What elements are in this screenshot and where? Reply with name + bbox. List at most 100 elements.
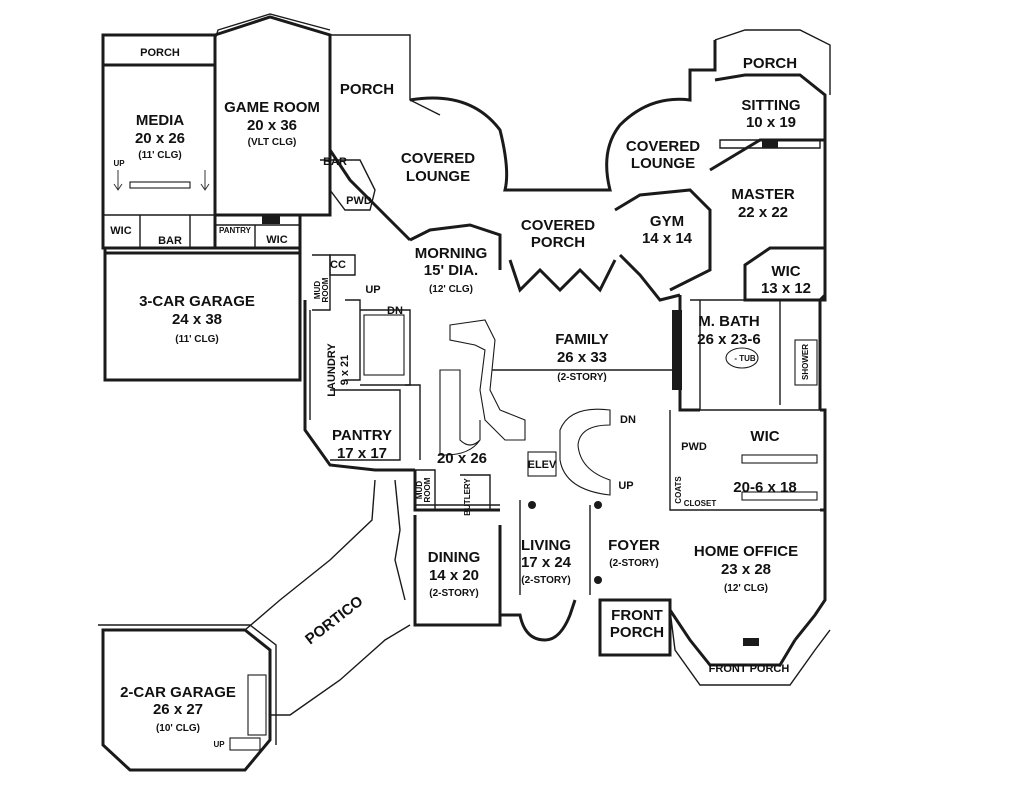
spiral-stair: [559, 408, 611, 496]
shower-label: SHOWER: [801, 344, 810, 380]
kitchen-dim: 20 x 26: [437, 450, 487, 467]
kitchen-island: [439, 369, 481, 456]
master-fireplace: [762, 140, 778, 148]
home-office-dim: 23 x 28: [721, 561, 771, 578]
stair-north: [363, 314, 405, 376]
cc-label: CC: [330, 259, 346, 271]
dining-label: DINING: [428, 549, 481, 566]
covered-lounge-w-label1: COVERED: [401, 150, 475, 167]
dining-ceiling: (2-STORY): [429, 588, 478, 599]
game-room-dim: 20 x 36: [247, 117, 297, 134]
up-stair-c-label: UP: [618, 480, 633, 492]
wic-shelf: [741, 454, 818, 464]
tub-label: - TUB: [734, 354, 756, 363]
column: [594, 576, 602, 584]
garage-2-dim: 26 x 27: [153, 701, 203, 718]
up-stair-n-label: UP: [365, 284, 380, 296]
closet-label: CLOSET: [684, 499, 717, 508]
covered-lounge-e-label2: LOUNGE: [631, 155, 695, 172]
foyer-label: FOYER: [608, 537, 660, 554]
elev-label: ELEV: [528, 459, 557, 471]
family-label: FAMILY: [555, 331, 609, 348]
bar-media-label: BAR: [158, 235, 182, 247]
exterior-walls: [98, 13, 831, 772]
up-garage2-label: UP: [213, 740, 225, 749]
master-label: MASTER: [731, 186, 795, 203]
garage-3-dim: 24 x 38: [172, 311, 222, 328]
interior-walls: [103, 159, 781, 595]
sitting-label: SITTING: [741, 97, 800, 114]
garage-stair: [247, 674, 267, 736]
front-porch-e-label: FRONT PORCH: [709, 663, 790, 675]
coats-label: COATS: [674, 476, 683, 504]
media-screen: [129, 181, 191, 189]
mud-room-n-label1: MUD: [313, 281, 322, 299]
bathtub: [725, 347, 759, 369]
game-room-fireplace: [262, 214, 280, 224]
media-ceiling: (11' CLG): [138, 150, 182, 161]
small-labels: WIC BAR PANTRY WIC BAR PWD CC MUD ROOM U…: [110, 156, 810, 749]
wic-media-label: WIC: [110, 225, 131, 237]
mud-room-n-label2: ROOM: [321, 277, 330, 302]
pantry-label: PANTRY: [332, 427, 392, 444]
porch-nw-label: PORCH: [140, 47, 180, 59]
living-ceiling: (2-STORY): [521, 575, 570, 586]
covered-lounge-e-label1: COVERED: [626, 138, 700, 155]
garage-3-ceiling: (11' CLG): [175, 334, 219, 345]
dn-stair-c-label: DN: [620, 414, 636, 426]
wic-shelf: [741, 491, 818, 501]
portico-label: PORTICO: [302, 593, 367, 649]
sitting-dim: 10 x 19: [746, 114, 796, 131]
front-porch-c-label1: FRONT: [611, 607, 663, 624]
game-room-ceiling: (VLT CLG): [248, 137, 297, 148]
column: [594, 501, 602, 509]
morning-ceiling: (12' CLG): [429, 284, 473, 295]
living-label: LIVING: [521, 537, 571, 554]
home-office-label: HOME OFFICE: [694, 543, 798, 560]
media-dim: 20 x 26: [135, 130, 185, 147]
foyer-ceiling: (2-STORY): [609, 558, 658, 569]
covered-porch-label1: COVERED: [521, 217, 595, 234]
front-porch-c-label2: PORCH: [610, 624, 664, 641]
covered-porch-label2: PORCH: [531, 234, 585, 251]
kitchen-counter: [449, 319, 526, 441]
morning-label: MORNING: [415, 245, 488, 262]
dn-stair-n-label: DN: [387, 305, 403, 317]
master-dim: 22 x 22: [738, 204, 788, 221]
media-label: MEDIA: [136, 112, 185, 129]
column: [528, 501, 536, 509]
family-fireplace: [672, 310, 682, 390]
gym-dim: 14 x 14: [642, 230, 693, 247]
garage-2-label: 2-CAR GARAGE: [120, 684, 236, 701]
wic-master-dim: 13 x 12: [761, 280, 811, 297]
pantry-dim: 17 x 17: [337, 445, 387, 462]
up-arrow-icon: [113, 170, 123, 191]
porch-n-label: PORCH: [340, 81, 394, 98]
game-room-label: GAME ROOM: [224, 99, 320, 116]
garage-landing: [229, 737, 261, 751]
m-bath-dim: 26 x 23-6: [697, 331, 760, 348]
laundry-label: LAUNDRY: [326, 343, 338, 397]
pantry-small-label: PANTRY: [219, 226, 252, 235]
butlery-label: BUTLERY: [463, 478, 472, 516]
covered-lounge-w-label2: LOUNGE: [406, 168, 470, 185]
dining-dim: 14 x 20: [429, 567, 479, 584]
elevator: [527, 451, 557, 477]
living-dim: 17 x 24: [521, 554, 572, 571]
laundry-dim: 9 x 21: [339, 355, 351, 386]
family-dim: 26 x 33: [557, 349, 607, 366]
bar-game-label: BAR: [323, 156, 347, 168]
wic-master-label: WIC: [771, 263, 800, 280]
m-bath-label: M. BATH: [698, 313, 759, 330]
down-arrow-icon: [200, 170, 210, 191]
fixtures: [113, 140, 818, 751]
garage-3-label: 3-CAR GARAGE: [139, 293, 255, 310]
pwd-south-label: PWD: [681, 441, 707, 453]
pwd-north-label: PWD: [346, 195, 372, 207]
garage-2-ceiling: (10' CLG): [156, 723, 200, 734]
mud-room-s-label2: ROOM: [423, 477, 432, 502]
gym-label: GYM: [650, 213, 684, 230]
family-ceiling: (2-STORY): [557, 372, 606, 383]
home-office-ceiling: (12' CLG): [724, 583, 768, 594]
